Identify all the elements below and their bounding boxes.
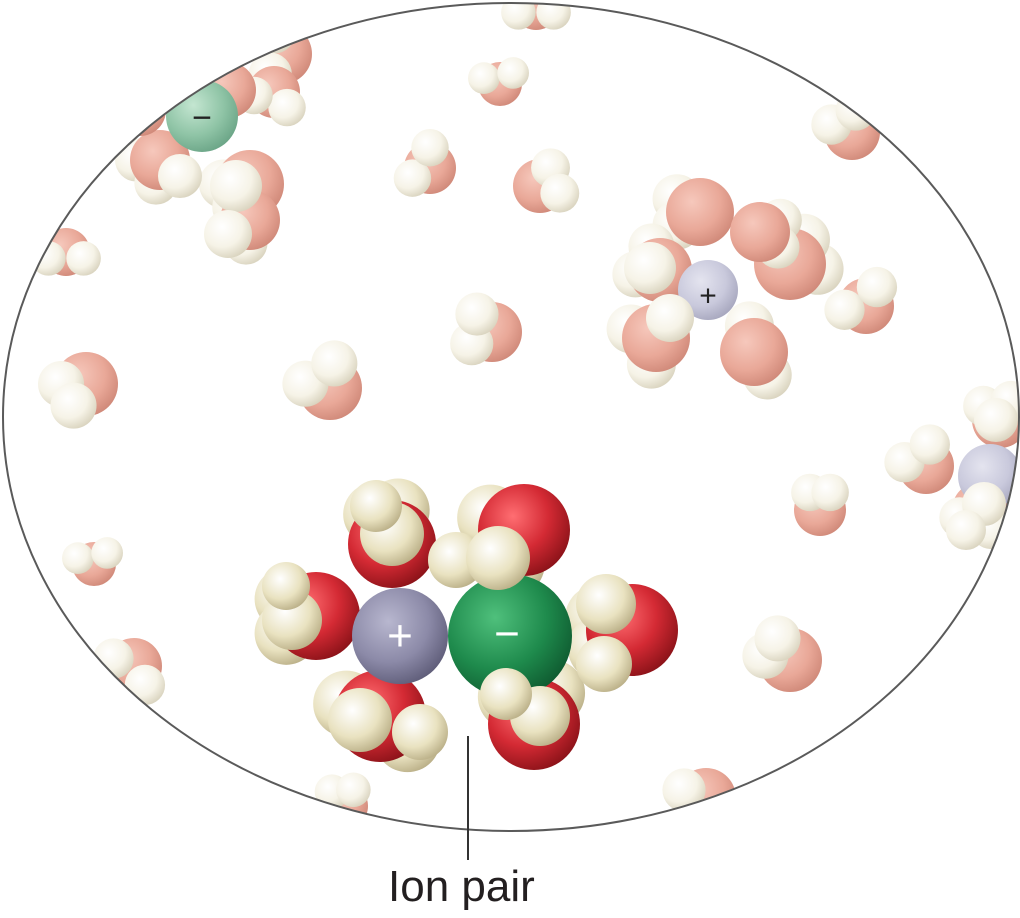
oxygen-atom — [720, 318, 788, 386]
ion-pair-cluster: +− — [254, 478, 678, 773]
water-molecule — [393, 129, 456, 197]
solution-boundary — [2, 2, 1020, 832]
hydrogen-atom — [466, 526, 530, 590]
hydrogen-atom — [540, 173, 580, 213]
cation-faded — [678, 260, 738, 320]
hydrogen-atom — [455, 292, 499, 336]
water-molecule — [791, 473, 849, 536]
water-molecule — [742, 615, 822, 692]
cation-charge-label: + — [699, 280, 717, 313]
water-molecule — [468, 57, 529, 106]
solution-contents: +− +− — [31, 3, 1019, 831]
hydrogen-atom — [311, 340, 358, 387]
hydrogen-atom — [811, 473, 849, 512]
hydrogen-atom — [158, 154, 202, 198]
water-molecule — [811, 90, 880, 160]
water-molecule — [730, 198, 802, 269]
hydrogen-atom — [91, 537, 123, 569]
hydrogen-atom — [662, 768, 706, 812]
anion-charge-label: − — [192, 99, 212, 137]
water-molecule — [606, 304, 690, 389]
oxygen-atom — [114, 84, 166, 136]
water-molecule — [93, 638, 166, 706]
water-molecule — [662, 768, 740, 831]
hydrogen-atom — [210, 160, 262, 212]
solvated-ions-faded: +− — [102, 49, 1019, 550]
hydrogen-atom — [824, 289, 865, 330]
cation-charge-label: + — [387, 612, 413, 661]
hydrogen-atom — [856, 266, 898, 308]
oxygen-atom — [666, 178, 734, 246]
water-molecule — [31, 228, 101, 276]
hydrogen-atom — [696, 796, 740, 831]
hydrogen-atom — [66, 241, 101, 276]
hydrogen-atom — [336, 772, 371, 808]
hydrogen-atom — [268, 88, 306, 127]
water-molecule — [450, 292, 522, 366]
hydrogen-atom — [392, 704, 448, 760]
water-molecule — [824, 266, 898, 334]
anion-charge-label: − — [494, 610, 520, 659]
hydrogen-atom — [121, 71, 159, 109]
hydrogen-atom — [624, 242, 676, 294]
water-molecule — [884, 424, 954, 494]
hydrogen-atom — [646, 294, 694, 342]
water-molecule — [102, 71, 166, 136]
water-molecule — [720, 301, 792, 400]
hydrogen-atom — [411, 129, 449, 167]
hydrogen-atom — [974, 398, 1018, 442]
hydrogen-atom — [393, 159, 432, 197]
hydrogen-atom — [328, 688, 392, 752]
hydrogen-atom — [350, 480, 402, 532]
hydrogen-atom — [480, 668, 532, 720]
ion-pair-label: Ion pair — [388, 862, 535, 911]
water-molecule — [62, 537, 123, 586]
hydrogen-atom — [50, 382, 97, 429]
cation — [352, 588, 448, 684]
hydrogen-atom — [468, 62, 500, 94]
hydrogen-atom — [576, 574, 636, 634]
water-molecule — [282, 340, 362, 420]
hydrogen-atom — [204, 210, 252, 258]
hydrogen-atom — [252, 10, 296, 54]
anion — [448, 574, 572, 698]
water-molecule — [513, 148, 580, 213]
hydrogen-atom — [909, 424, 950, 465]
hydrogen-atom — [62, 542, 94, 574]
hydrogen-atom — [497, 57, 529, 89]
hydrogen-atom — [262, 562, 310, 610]
oxygen-atom — [730, 202, 790, 262]
hydrogen-atom — [102, 84, 140, 122]
hydrogen-atom — [124, 664, 166, 706]
hydrogen-atom — [946, 510, 986, 550]
water-molecule — [38, 352, 118, 429]
hydrogen-atom — [754, 615, 801, 662]
hydrogen-atom — [576, 636, 632, 692]
